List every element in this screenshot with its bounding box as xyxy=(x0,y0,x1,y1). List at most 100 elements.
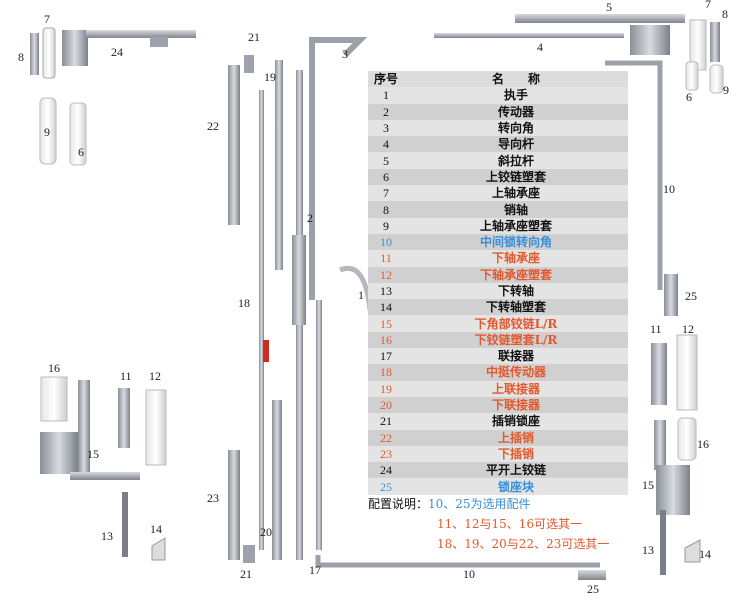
row-number: 2 xyxy=(368,103,404,120)
row-part-name: 下转轴 xyxy=(404,282,628,300)
row-part-name: 下轴承座塑套 xyxy=(404,266,628,283)
row-part-name: 插销锁座 xyxy=(404,413,628,430)
row-part-name: 转向角 xyxy=(404,119,628,137)
row-number: 25 xyxy=(368,478,404,495)
part-label: 21 xyxy=(248,30,260,44)
part-label: 17 xyxy=(309,563,321,577)
row-number: 9 xyxy=(368,217,404,234)
row-number: 10 xyxy=(368,233,404,251)
row-part-name: 执手 xyxy=(404,87,628,104)
part-label: 15 xyxy=(642,478,654,492)
table-header-row: 序号 名 称 xyxy=(368,71,628,88)
row-part-name: 销轴 xyxy=(404,201,628,218)
notes-line2: 11、12与15、16可选其一 xyxy=(437,517,583,531)
row-number: 6 xyxy=(368,168,404,186)
part-label: 3 xyxy=(342,47,348,61)
row-part-name: 下转轴塑套 xyxy=(404,299,628,316)
row-number: 23 xyxy=(368,445,404,463)
row-number: 14 xyxy=(368,299,404,316)
part-label: 5 xyxy=(606,0,612,14)
part-label: 2 xyxy=(307,211,313,225)
row-part-name: 下插销 xyxy=(404,445,628,463)
row-number: 12 xyxy=(368,266,404,283)
part-label: 1 xyxy=(358,288,364,302)
notes-line1: 10、25为选用配件 xyxy=(428,497,531,511)
row-number: 21 xyxy=(368,413,404,430)
part-label: 14 xyxy=(150,522,162,536)
part-label: 6 xyxy=(78,145,84,159)
row-part-name: 锁座块 xyxy=(404,478,628,495)
part-label: 25 xyxy=(685,289,697,303)
row-part-name: 传动器 xyxy=(404,103,628,120)
row-number: 18 xyxy=(368,364,404,381)
row-number: 15 xyxy=(368,315,404,332)
part-label: 11 xyxy=(120,369,132,383)
row-number: 11 xyxy=(368,250,404,267)
row-number: 17 xyxy=(368,348,404,365)
part-label: 21 xyxy=(240,567,252,581)
notes-line3: 18、19、20与22、23可选其一 xyxy=(437,537,610,551)
part-label: 22 xyxy=(207,119,219,133)
row-part-name: 斜拉杆 xyxy=(404,152,628,169)
header-no: 序号 xyxy=(368,71,404,88)
row-number: 16 xyxy=(368,331,404,349)
part-label: 8 xyxy=(722,7,728,21)
part-label: 6 xyxy=(686,90,692,104)
middle-rods xyxy=(292,70,373,560)
row-number: 1 xyxy=(368,87,404,104)
part-label: 8 xyxy=(18,50,24,64)
part-label: 14 xyxy=(699,547,711,561)
part-label: 7 xyxy=(705,0,711,11)
part-label: 12 xyxy=(149,369,161,383)
bottom-bar xyxy=(315,555,606,580)
row-part-name: 上铰链塑套 xyxy=(404,168,628,186)
part-label: 9 xyxy=(44,125,50,139)
right-rod xyxy=(605,60,701,575)
row-part-name: 上轴承座塑套 xyxy=(404,217,628,234)
row-part-name: 下铰链塑套L/R xyxy=(404,331,628,349)
row-number: 20 xyxy=(368,396,404,414)
row-number: 22 xyxy=(368,429,404,446)
row-part-name: 上联接器 xyxy=(404,380,628,397)
top-hinge-group-left xyxy=(30,27,196,166)
part-label: 24 xyxy=(111,45,123,59)
row-part-name: 中间锁转向角 xyxy=(404,233,628,251)
part-label: 11 xyxy=(650,322,662,336)
part-labels: 1 2 3 4 5 6 6 7 7 8 8 9 9 10 10 11 11 12… xyxy=(18,0,729,596)
row-part-name: 导向杆 xyxy=(404,136,628,153)
row-part-name: 联接器 xyxy=(404,348,628,365)
row-part-name: 下轴承座 xyxy=(404,250,628,267)
row-number: 3 xyxy=(368,119,404,137)
left-rods xyxy=(228,55,283,563)
part-label: 19 xyxy=(264,70,276,84)
part-label: 9 xyxy=(723,83,729,97)
row-part-name: 上插销 xyxy=(404,429,628,446)
row-number: 24 xyxy=(368,462,404,479)
part-label: 13 xyxy=(642,543,654,557)
part-label: 18 xyxy=(238,296,250,310)
row-number: 4 xyxy=(368,136,404,153)
row-number: 8 xyxy=(368,201,404,218)
part-label: 12 xyxy=(682,322,694,336)
part-label: 16 xyxy=(697,437,709,451)
part-label: 7 xyxy=(44,12,50,26)
bottom-left-group xyxy=(40,376,167,561)
